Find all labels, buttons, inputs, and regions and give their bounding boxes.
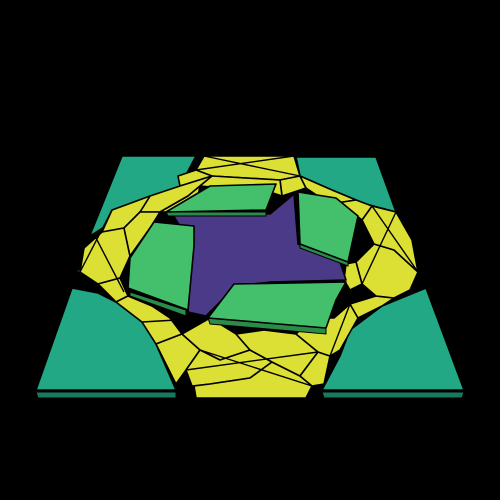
edge-piece-top[interactable] — [165, 183, 277, 217]
ring-piece[interactable] — [349, 295, 395, 319]
ring-piece[interactable] — [123, 211, 161, 257]
edge-piece-bottom[interactable] — [207, 281, 347, 335]
ring-piece[interactable] — [299, 351, 331, 387]
ring-seams — [79, 155, 419, 387]
ring-pieces — [79, 155, 419, 399]
edge-piece-left[interactable] — [127, 221, 195, 317]
ring-piece[interactable] — [115, 295, 183, 345]
corner-piece-bottom-right[interactable] — [321, 287, 465, 399]
edge-piece-right[interactable] — [297, 191, 359, 267]
edge-pieces — [127, 183, 359, 335]
